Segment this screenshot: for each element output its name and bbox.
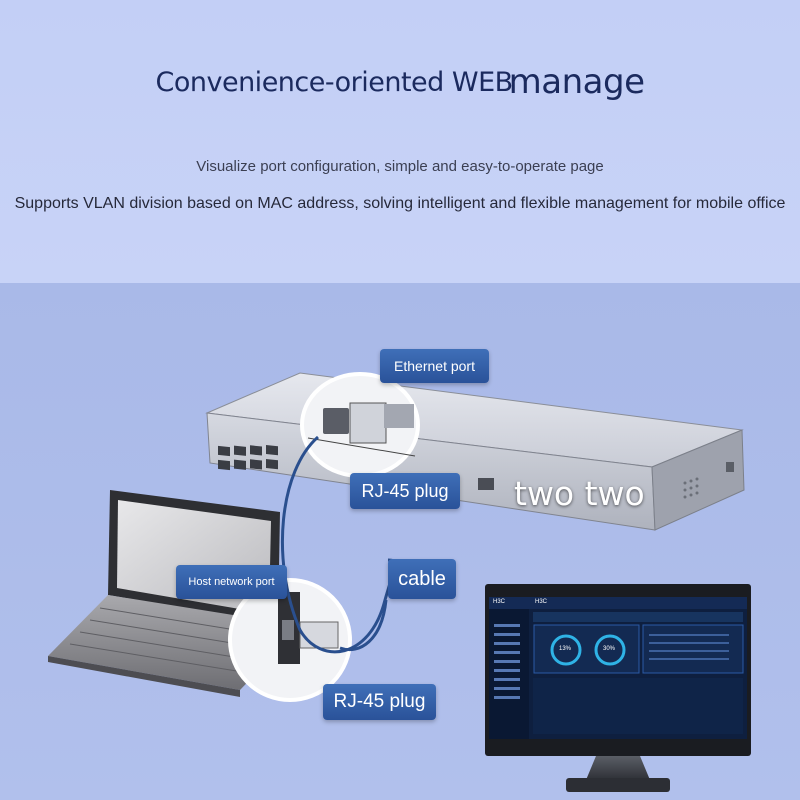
monitor-logo: H3C xyxy=(493,599,506,605)
monitor-info-lines xyxy=(649,634,729,660)
gauge-2 xyxy=(594,634,626,666)
title-part-2: manage xyxy=(508,62,645,102)
callout-cable: cable xyxy=(388,559,456,599)
subtitle-line-1: Visualize port configuration, simple and… xyxy=(196,158,604,175)
switch-port-magnifier xyxy=(300,372,420,478)
gauge-1 xyxy=(550,634,582,666)
title-part-1: Convenience-oriented WEB xyxy=(155,67,514,98)
monitor xyxy=(485,584,751,792)
monitor-header-label: H3C xyxy=(535,599,548,605)
callout-ethernet-port: Ethernet port xyxy=(380,349,489,383)
host-port-magnifier xyxy=(228,578,352,702)
network-cable-link xyxy=(339,599,388,652)
callout-rj45-plug-top: RJ-45 plug xyxy=(350,473,460,509)
subtitle-line-2: Supports VLAN division based on MAC addr… xyxy=(14,195,786,212)
page-title: Convenience-oriented WEBmanage xyxy=(0,62,800,102)
switch-power-port xyxy=(726,462,734,472)
monitor-stand xyxy=(586,756,650,780)
callout-rj45-plug-bottom: RJ-45 plug xyxy=(323,684,436,720)
switch-vent-icon xyxy=(683,477,699,499)
monitor-sidebar xyxy=(489,609,529,739)
callout-host-network-port: Host network port xyxy=(176,565,287,599)
network-switch xyxy=(205,372,745,531)
gauge-2-value: 30% xyxy=(603,646,616,652)
monitor-base xyxy=(566,778,670,792)
switch-port-block xyxy=(218,444,278,471)
monitor-sidebar-items xyxy=(494,624,520,699)
gauge-1-value: 13% xyxy=(559,646,572,652)
header-section: Convenience-oriented WEBmanage Visualize… xyxy=(0,0,800,283)
overlay-text: two two xyxy=(514,474,645,513)
switch-sfp-port xyxy=(478,478,494,490)
